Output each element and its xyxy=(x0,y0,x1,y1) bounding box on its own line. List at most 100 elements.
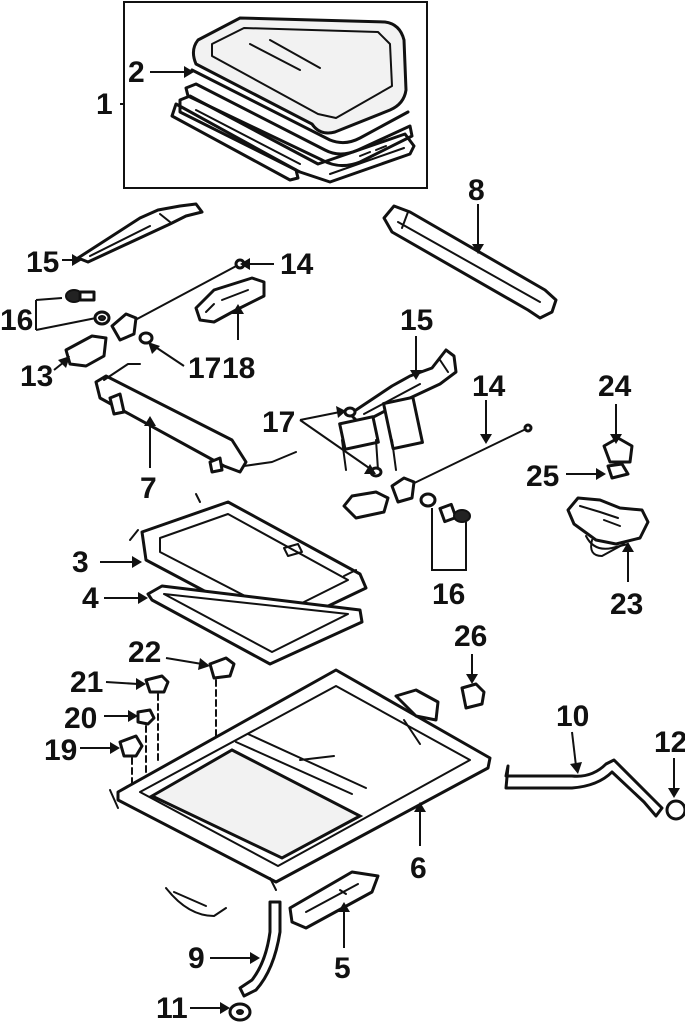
callout-23: 23 xyxy=(610,588,643,621)
right-bracket-part[interactable] xyxy=(342,490,390,520)
right-bolt-part[interactable] xyxy=(438,502,471,524)
callout-2: 2 xyxy=(128,56,145,89)
callout-17-upper: 17 xyxy=(188,352,221,385)
callout-6: 6 xyxy=(410,852,427,885)
callout-11: 11 xyxy=(156,992,188,1024)
right-guide-dash-1 xyxy=(341,439,397,471)
callout-10: 10 xyxy=(556,700,589,733)
left-bracket-detail xyxy=(205,289,249,313)
glass-lower-frame-detail xyxy=(195,109,405,175)
seal-frame-part[interactable] xyxy=(146,584,364,666)
right-nut-part[interactable] xyxy=(419,492,437,508)
motor-harness xyxy=(590,539,625,557)
callout-7: 7 xyxy=(140,472,157,505)
callout-19: 19 xyxy=(44,734,77,767)
sunshade-handle xyxy=(283,543,303,557)
front-bracket-detail xyxy=(305,883,359,913)
left-carrier-part[interactable] xyxy=(110,312,138,342)
left-bracket-part[interactable] xyxy=(194,276,266,324)
clip-guides xyxy=(131,679,217,791)
rear-drain-cap-part[interactable] xyxy=(665,799,685,821)
left-lower-bracket-part[interactable] xyxy=(64,334,108,368)
wind-deflector-part[interactable] xyxy=(94,374,248,474)
left-guide-rail-detail xyxy=(89,213,171,257)
clip-20-part[interactable] xyxy=(136,708,156,726)
front-drain-cap-part[interactable] xyxy=(228,1002,252,1022)
callout-15-upper: 15 xyxy=(26,246,59,279)
drain-fitting-26-part[interactable] xyxy=(460,682,486,710)
seal-frame-group xyxy=(129,493,368,666)
relay-clip-part[interactable] xyxy=(606,462,630,480)
glass-panel-inner xyxy=(211,27,393,119)
callout-labels: 1 2 3 4 5 6 7 8 9 10 11 12 13 14 14 15 1… xyxy=(0,56,685,1024)
right-cable-end xyxy=(523,423,533,433)
callout-13: 13 xyxy=(20,360,53,393)
front-bracket-part[interactable] xyxy=(288,870,380,930)
glass-lower-frame-part[interactable] xyxy=(178,94,416,184)
sunshade-panel-inner xyxy=(159,513,349,615)
housing-cross-member xyxy=(235,733,367,795)
rear-rail-group xyxy=(382,204,558,320)
callout-25: 25 xyxy=(526,460,559,493)
wind-deflector-group xyxy=(94,363,297,474)
housing-opening xyxy=(148,748,364,860)
right-guide-group xyxy=(338,348,533,571)
motor-group xyxy=(566,436,650,557)
glass-assembly-box xyxy=(123,1,428,189)
callout-5: 5 xyxy=(334,952,351,985)
glass-seal-part[interactable] xyxy=(190,68,410,145)
left-nut-part[interactable] xyxy=(93,310,111,326)
callout-15-lower: 15 xyxy=(400,304,433,337)
housing-side-detail xyxy=(109,719,421,891)
callout-9: 9 xyxy=(188,942,205,975)
leader-lines xyxy=(35,66,680,1014)
callout-14-lower: 14 xyxy=(472,370,506,403)
glass-bottom-rail-part[interactable] xyxy=(170,102,300,182)
callout-22: 22 xyxy=(128,636,161,669)
clip-21-part[interactable] xyxy=(144,674,170,694)
right-drive-cable-part[interactable] xyxy=(403,427,529,489)
callout-14-upper: 14 xyxy=(280,248,314,281)
glass-panel-part[interactable] xyxy=(191,16,408,135)
left-bolt-part[interactable] xyxy=(65,289,96,303)
sunroof-motor-detail xyxy=(579,505,629,550)
right-guide-rail-detail xyxy=(363,359,449,415)
seal-frame-inner xyxy=(163,593,349,653)
glass-reflection xyxy=(249,39,321,71)
right-washer-upper-part[interactable] xyxy=(343,406,357,418)
left-drive-cable-part[interactable] xyxy=(123,263,241,327)
right-guide-plate xyxy=(338,415,380,451)
housing-front-detail xyxy=(165,887,227,917)
sunshade-clips xyxy=(129,493,357,641)
callout-16-upper: 16 xyxy=(0,304,33,337)
callout-8: 8 xyxy=(468,174,485,207)
callout-4: 4 xyxy=(82,582,99,615)
right-guide-plate-2 xyxy=(382,395,424,451)
left-washer-part[interactable] xyxy=(138,331,154,345)
relay-part[interactable] xyxy=(602,436,634,464)
housing-bracket-rear xyxy=(394,688,440,722)
callout-21: 21 xyxy=(70,666,103,699)
callout-3: 3 xyxy=(72,546,89,579)
front-drain-hose-part[interactable] xyxy=(238,900,282,998)
callout-24: 24 xyxy=(598,370,632,403)
housing-group xyxy=(109,668,492,917)
wind-deflector-arm xyxy=(103,363,297,467)
callout-17-lower: 17 xyxy=(262,406,295,439)
callout-1: 1 xyxy=(96,88,113,121)
glass-assembly-group xyxy=(123,1,428,189)
glass-frame-seal-part[interactable] xyxy=(184,82,414,167)
rear-drain-hose-part[interactable] xyxy=(504,758,664,818)
right-bolt-bracket xyxy=(431,508,467,571)
rear-rail-detail xyxy=(397,211,541,303)
clip-22-part[interactable] xyxy=(208,656,236,680)
callout-20: 20 xyxy=(64,702,97,735)
right-carrier-part[interactable] xyxy=(390,476,416,504)
callout-26: 26 xyxy=(454,620,487,653)
clip-19-part[interactable] xyxy=(118,734,144,758)
callout-12: 12 xyxy=(654,726,685,759)
deflector-right-clip xyxy=(208,456,224,474)
deflector-left-clip xyxy=(108,392,126,416)
clip-group xyxy=(118,656,486,791)
